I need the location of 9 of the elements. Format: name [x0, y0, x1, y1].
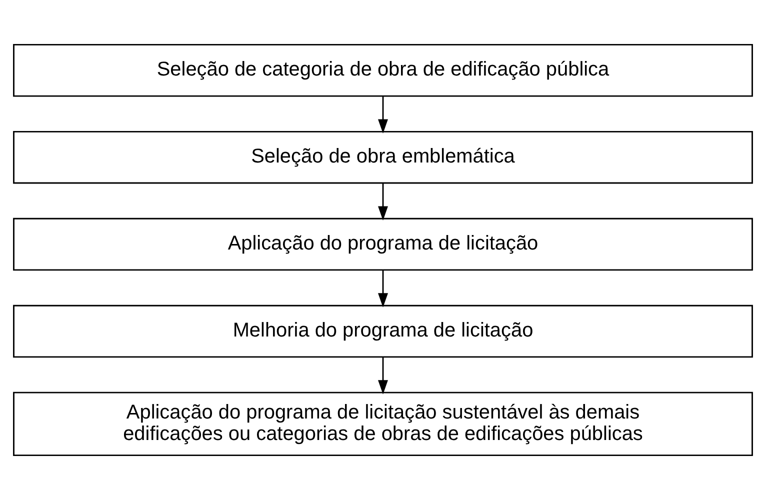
node-box: Seleção de categoria de obra de edificação pública: [13, 44, 753, 97]
arrow: [378, 96, 388, 134]
arrow: [378, 357, 388, 394]
node-box: Melhoria do programa de licitação: [13, 304, 753, 358]
arrow: [378, 270, 388, 308]
node-box: Seleção de obra emblemática: [13, 130, 753, 184]
node-box: Aplicação do programa de licitação sustentável às demais edificações ou categorias de obras de edificações públicas: [13, 392, 753, 456]
arrow: [378, 183, 388, 220]
node-box: Aplicação do programa de licitação: [13, 218, 753, 271]
